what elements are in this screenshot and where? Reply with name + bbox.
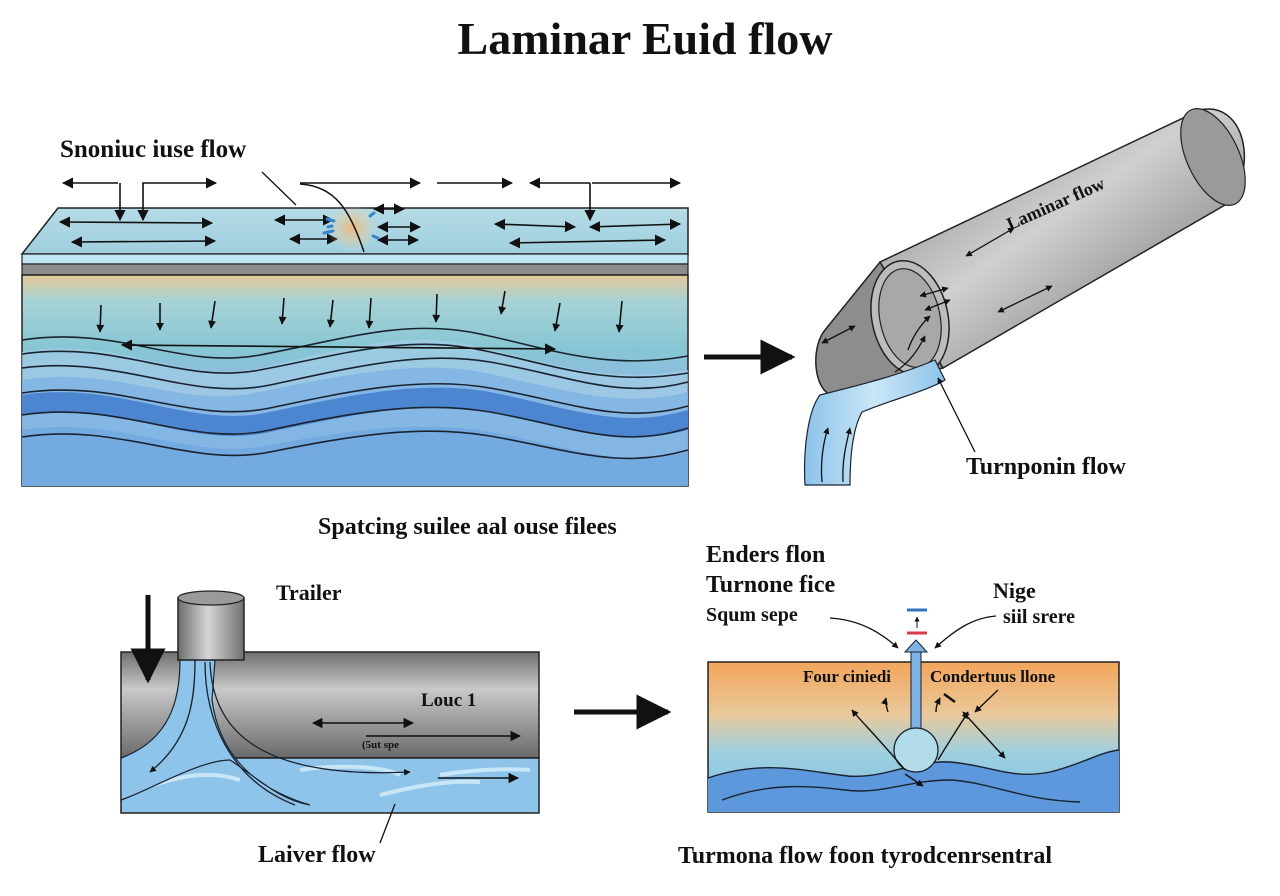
slab-edge [21,253,689,265]
turnponin-pointer [937,377,976,453]
surface-flow-arrows [58,203,682,249]
bottom-water [708,750,1119,812]
stream-arrows [820,315,931,483]
four-ciniedi-label: Four ciniedi [803,667,891,686]
louc-label: Louc 1 [421,690,477,711]
tilted-pipe-diagram [804,108,1246,486]
sut-spe-label: (5ut spe [362,739,399,751]
pipe-flow-arrows [821,227,1053,344]
laiver-pointer [379,803,396,844]
snoniuc-flow-label: Snoniuc iuse flow [60,136,247,163]
falling-stream [120,659,311,806]
diagram-title: Laminar Euid flow [457,13,833,64]
nige-label: Nige [993,578,1036,603]
top-left-caption: Spatcing suilee aal ouse filees [318,514,617,540]
rising-column-arrowhead [903,639,929,653]
trailer-label: Trailer [276,580,342,605]
dispersion-arrows [851,689,1006,787]
horizontal-flow-arrow [120,339,557,355]
bottom-right-caption: Turmona flow foon tyrodcenrsentral [678,843,1052,869]
grey-divider-plate [21,263,689,276]
siil-srere-label: siil srere [1003,606,1076,628]
inlet-cylinder [177,597,245,661]
label-pointer [261,171,297,206]
enders-flon-heading: Enders flon [706,542,826,568]
header-flow-arrows [61,177,682,222]
squm-sepe-label: Squm sepe [706,604,798,626]
probe-line [299,183,365,253]
turnone-fice-heading: Turnone fice [706,572,836,598]
splash-marks [322,211,380,240]
condertuus-llone-label: Condertuus llone [930,667,1056,686]
turnponin-flow-label: Turnponin flow [966,454,1126,480]
laiver-flow-label: Laiver flow [258,842,376,868]
inlet-pipe-diagram [120,590,540,844]
layered-tank-diagram [20,171,689,487]
pipe-far-end [1180,108,1246,206]
downward-flow-arrows [96,290,624,333]
siil-pointer [934,615,997,649]
bubble [893,727,939,773]
squm-pointer [829,617,899,649]
convection-diagram [707,608,1120,813]
disturbance-blob [327,204,377,252]
water-stream [804,359,946,486]
